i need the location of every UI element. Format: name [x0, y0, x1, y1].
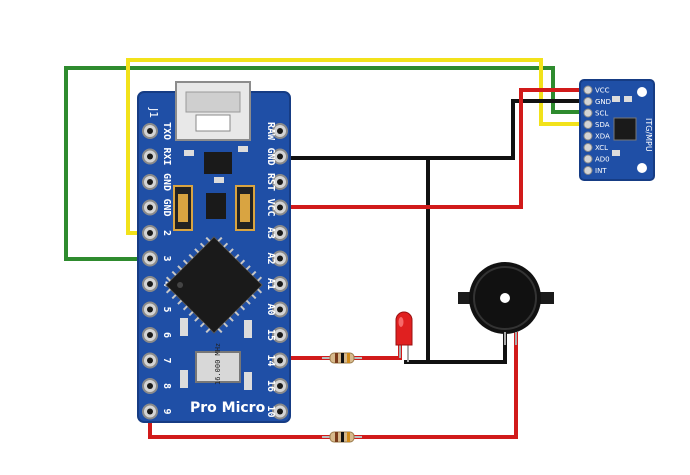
right-pin-label: 15 [265, 329, 276, 341]
right-pin-label: A2 [265, 252, 276, 264]
sensor-pin-label: INT [595, 167, 607, 175]
left-pin-header: TXORXIGNDGND23456789 [142, 122, 172, 420]
sensor-pin-pad [583, 85, 593, 95]
yellow-wire-sda [126, 58, 586, 235]
sensor-pin-label: XCL [595, 144, 608, 152]
right-pin-label: VCC [265, 198, 276, 216]
left-pin-label: 9 [161, 408, 172, 414]
left-pin-label: 7 [161, 357, 172, 363]
crystal [195, 351, 241, 383]
sensor-pin-label: SDA [595, 121, 610, 129]
right-pin-label: 14 [265, 354, 276, 366]
sensor-pin-label: SCL [595, 110, 608, 118]
pro-micro-board: J1 TXORXIGNDGND23456789 RAWGNDRSTVCCA3A2… [137, 81, 291, 423]
sensor-pin-pad [583, 143, 593, 152]
green-wire-scl [64, 66, 586, 261]
board-name: Pro Micro [190, 400, 266, 416]
right-pin-label: A1 [265, 278, 276, 290]
sensor-pin-pad [583, 108, 593, 118]
right-pin-label: 10 [265, 405, 276, 417]
regulator [206, 193, 226, 219]
red-led [395, 311, 413, 362]
microcontroller-chip [165, 236, 263, 334]
left-pin-label: 3 [161, 255, 172, 261]
black-wire-gnd-mpu [280, 99, 586, 160]
sensor-pin-pad [583, 166, 593, 175]
sensor-pin-pad [583, 154, 593, 164]
sensor-pin-label: XDA [595, 133, 610, 141]
sensor-pin-label: GND [595, 98, 611, 106]
left-pin-label: 8 [161, 383, 172, 389]
left-pin-label: 2 [161, 230, 172, 236]
right-pin-label: 16 [265, 380, 276, 392]
sensor-chip [613, 117, 637, 141]
right-pin-label: A3 [265, 227, 276, 239]
resistor-led [322, 352, 362, 364]
left-pin-label: GND [161, 198, 172, 216]
left-pin-label: TXO [161, 122, 172, 140]
sensor-pin-pad [583, 131, 593, 141]
sensor-pin-label: AD0 [595, 156, 610, 164]
black-wire-gnd-led [404, 330, 507, 364]
right-pin-label: RAW [265, 122, 276, 141]
left-pin-label: RXI [161, 147, 172, 165]
sensor-pin-pad [583, 97, 593, 106]
wires [64, 58, 586, 439]
piezo-buzzer [458, 262, 554, 345]
left-pin-label: GND [161, 173, 172, 191]
left-pin-label: 6 [161, 332, 172, 338]
corner-label: J1 [147, 107, 160, 118]
sensor-name: ITG/MPU [644, 118, 653, 152]
right-pin-label: RST [265, 173, 276, 191]
sensor-pin-label: VCC [595, 87, 610, 95]
left-pin-label: 5 [161, 306, 172, 312]
sensor-pin-pad [583, 120, 593, 129]
right-pin-label: A0 [265, 303, 276, 315]
red-wire-vcc [280, 88, 586, 209]
resistor-buzzer [322, 431, 362, 443]
crystal-label: 16.000 MHz [214, 343, 222, 385]
right-pin-label: GND [265, 147, 276, 165]
